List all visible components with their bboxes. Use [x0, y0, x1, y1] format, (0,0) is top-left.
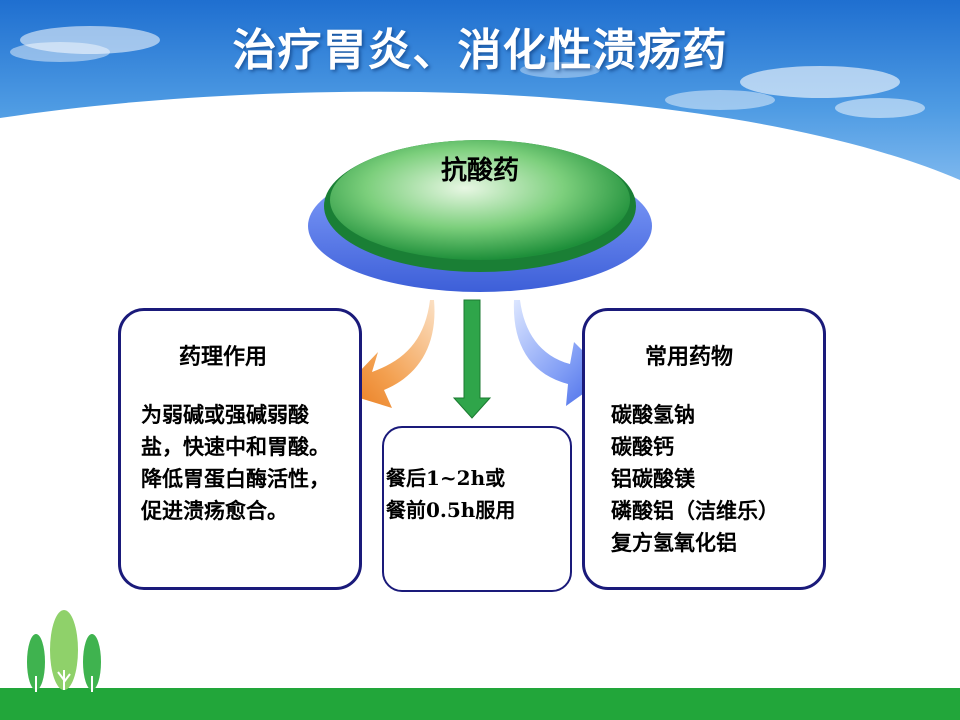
mechanism-text: 为弱碱或强碱弱酸盐，快速中和胃酸。降低胃蛋白酶活性，促进溃疡愈合。: [141, 402, 330, 523]
drug-item: 碳酸钙: [611, 434, 674, 459]
drug-item: 复方氢氧化铝: [611, 530, 737, 555]
mechanism-box: 药理作用 为弱碱或强碱弱酸盐，快速中和胃酸。降低胃蛋白酶活性，促进溃疡愈合。: [118, 308, 362, 590]
drug-item: 碳酸氢钠: [611, 402, 695, 427]
mechanism-heading: 药理作用: [179, 344, 268, 370]
dosing-box: 餐后1~2h或 餐前0.5h服用: [382, 426, 572, 592]
center-label: 抗酸药: [440, 156, 519, 186]
down-arrow: [452, 299, 492, 419]
sky-banner: [0, 0, 960, 180]
footer-bar: [0, 688, 960, 720]
page-title: 治疗胃炎、消化性溃疡药: [232, 25, 728, 76]
drugs-heading: 常用药物: [645, 344, 734, 370]
dosing-line-1: 餐后1~2h或: [386, 466, 506, 490]
drug-item: 磷酸铝（洁维乐）: [611, 498, 779, 523]
center-disk: [308, 140, 652, 292]
drug-list: 碳酸氢钠 碳酸钙 铝碳酸镁 磷酸铝（洁维乐） 复方氢氧化铝: [611, 399, 779, 559]
tree-logo-icon: [27, 610, 101, 692]
dosing-text: 餐后1~2h或 餐前0.5h服用: [386, 462, 576, 526]
drugs-box: 常用药物 碳酸氢钠 碳酸钙 铝碳酸镁 磷酸铝（洁维乐） 复方氢氧化铝: [582, 308, 826, 590]
dosing-line-2: 餐前0.5h服用: [386, 498, 516, 522]
drug-item: 铝碳酸镁: [611, 466, 695, 491]
